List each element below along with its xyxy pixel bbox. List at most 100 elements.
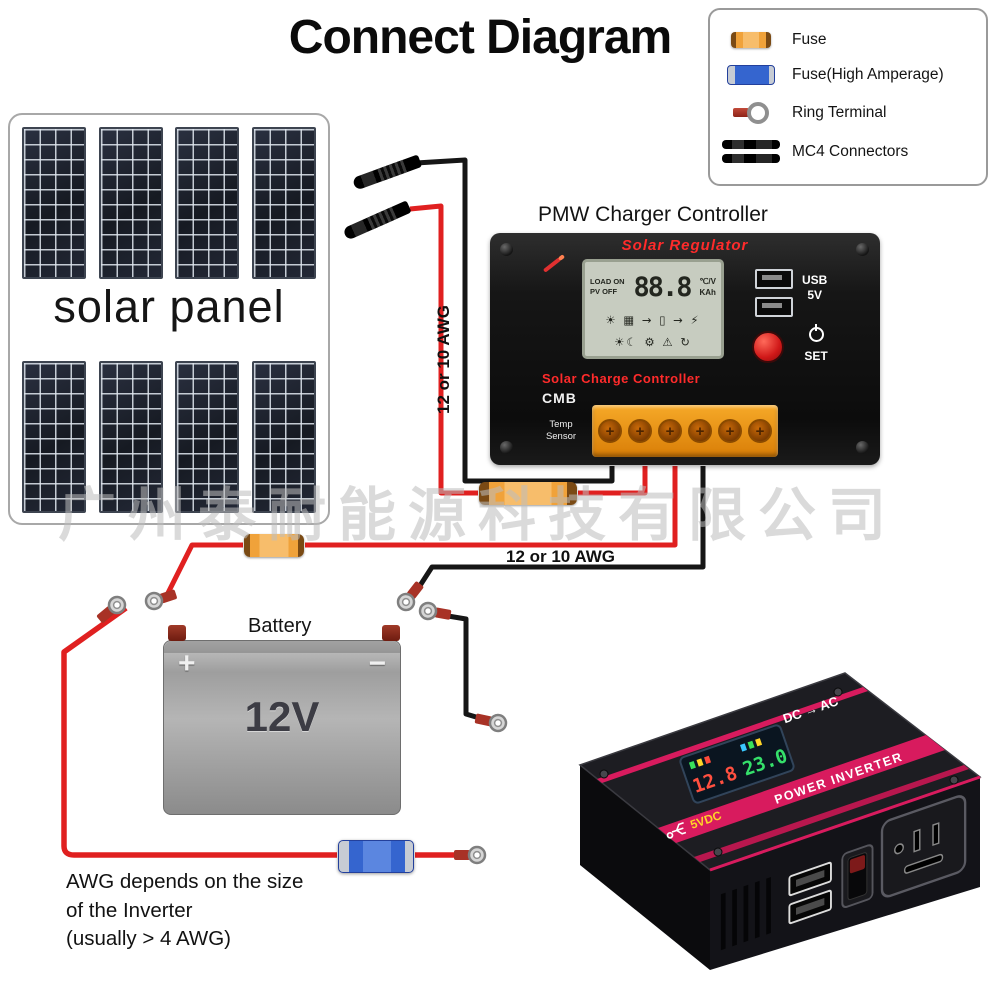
page-title: Connect Diagram xyxy=(288,11,672,64)
usb-port-icon xyxy=(755,269,793,289)
screw-terminal-icon: + xyxy=(688,419,712,443)
usb-label-line2: 5V xyxy=(807,288,823,302)
solar-module-row xyxy=(22,127,316,279)
temp-label-line2: Sensor xyxy=(545,431,577,443)
inverter-stripe xyxy=(597,687,868,783)
mc4-connector-icon xyxy=(718,140,784,164)
red-pen-icon xyxy=(542,257,562,273)
battery: + − 12V xyxy=(163,640,401,815)
power-inverter: 12.8 23.0 DC → AC POWER INVERTER 5VDC xyxy=(578,672,982,970)
ring-terminal xyxy=(144,589,177,611)
ring-terminal xyxy=(96,595,127,623)
screw-icon xyxy=(856,441,869,454)
lcd-flow-icons: ☀ ▦ → ▯ → ⚡ xyxy=(605,313,701,327)
lcd-pv-status: PV OFF xyxy=(590,287,618,296)
awg-note: AWG depends on the size of the Inverter … xyxy=(66,868,303,954)
inverter-negative-wire xyxy=(435,611,487,723)
controller-subtitle: Solar Charge Controller xyxy=(542,371,701,386)
usb-label-line1: USB xyxy=(802,273,828,287)
lcd-load-status: LOAD ON xyxy=(590,276,625,286)
lcd-mode-icons: ☀☾ ⚙ ⚠ ↻ xyxy=(614,335,692,349)
legend-box: Fuse Fuse(High Amperage) Ring Terminal M… xyxy=(708,8,988,186)
inverter-stripe xyxy=(658,735,945,843)
battery-positive-post xyxy=(168,625,186,641)
fuse-high-amperage-icon xyxy=(718,65,784,86)
usb-port-icon xyxy=(755,297,793,317)
solar-module-row xyxy=(22,361,316,513)
set-label-group: SET xyxy=(796,327,836,363)
solar-module xyxy=(22,361,86,513)
power-switch[interactable] xyxy=(841,844,874,909)
screw-icon xyxy=(833,687,843,697)
temp-sensor-label: Temp Sensor xyxy=(532,419,590,444)
controller-heading: PMW Charger Controller xyxy=(538,203,768,226)
legend-row-fuse: Fuse xyxy=(718,31,978,49)
usb-trident-icon xyxy=(666,821,687,839)
inverter-display: 12.8 23.0 xyxy=(679,724,795,804)
ring-terminal xyxy=(474,713,508,733)
fuse-icon xyxy=(718,31,784,48)
fuse-high-amperage xyxy=(338,840,414,873)
battery-negative-post xyxy=(382,625,400,641)
usb-label: USB 5V xyxy=(802,273,827,303)
battery-wire-gauge-label: 12 or 10 AWG xyxy=(506,547,615,566)
pv-positive-wire xyxy=(409,203,648,496)
usb-tongue xyxy=(795,898,825,915)
battery-negative-wire xyxy=(409,466,706,600)
solar-module xyxy=(98,361,163,513)
legend-row-ring: Ring Terminal xyxy=(718,101,978,124)
ring-terminal xyxy=(418,601,452,621)
inverter-front-trim xyxy=(709,775,981,872)
legend-label: Fuse(High Amperage) xyxy=(792,66,944,84)
awg-note-line1: AWG depends on the size xyxy=(66,870,304,893)
lcd-main-row: LOAD ON PV OFF 88.8 ℃/V KAh xyxy=(590,265,716,309)
power-icon xyxy=(808,327,824,342)
awg-note-line2: of the Inverter xyxy=(66,898,193,922)
lcd-unit-top: ℃/V xyxy=(699,276,716,286)
battery-voltage: 12V xyxy=(244,693,320,740)
legend-label: Ring Terminal xyxy=(792,103,887,121)
screw-terminal-icon: + xyxy=(718,419,742,443)
lcd-unit-bottom: KAh xyxy=(699,288,716,297)
set-label: SET xyxy=(804,349,828,363)
vent-slats xyxy=(720,876,771,951)
inverter-front-details xyxy=(720,795,967,951)
lcd-units: ℃/V KAh xyxy=(699,276,716,298)
solar-panel: solar panel xyxy=(8,113,330,525)
ring-terminal xyxy=(396,581,424,612)
set-button[interactable] xyxy=(752,331,784,363)
controller-lcd: LOAD ON PV OFF 88.8 ℃/V KAh ☀ ▦ → ▯ → ⚡ … xyxy=(582,259,724,359)
solar-panel-label: solar panel xyxy=(53,281,285,332)
ring-terminal-icon xyxy=(718,101,784,124)
screw-icon xyxy=(949,775,959,785)
solar-module xyxy=(175,361,240,513)
battery-plus-sign: + xyxy=(178,647,196,680)
battery-minus-sign: − xyxy=(368,647,386,680)
fuse-battery xyxy=(244,534,304,557)
legend-row-fuse-high: Fuse(High Amperage) xyxy=(718,65,978,86)
battery-heading: Battery xyxy=(248,615,312,637)
usb-tongue xyxy=(795,870,825,887)
screw-terminal-icon: + xyxy=(748,419,772,443)
lcd-reading: 88.8 xyxy=(633,271,693,303)
screw-icon xyxy=(856,243,869,256)
temp-label-line1: Temp xyxy=(549,419,573,430)
screw-terminal-icon: + xyxy=(628,419,652,443)
solar-module xyxy=(251,127,316,279)
legend-label: MC4 Connectors xyxy=(792,142,909,160)
charge-controller: Solar Regulator LOAD ON PV OFF 88.8 ℃/V … xyxy=(490,233,880,465)
solar-module xyxy=(175,127,240,279)
battery-positive-wire xyxy=(163,466,678,599)
controller-brand: Solar Regulator xyxy=(621,237,749,254)
solar-module xyxy=(251,361,316,513)
inverter-stripe xyxy=(694,765,969,862)
awg-note-line3: (usually > 4 AWG) xyxy=(66,927,232,951)
screw-terminal-icon: + xyxy=(658,419,682,443)
screw-icon xyxy=(500,441,513,454)
usb-ports xyxy=(755,269,793,317)
ac-outlet xyxy=(880,795,967,898)
controller-model: CMB xyxy=(542,390,577,406)
screw-terminal-icon: + xyxy=(598,419,622,443)
